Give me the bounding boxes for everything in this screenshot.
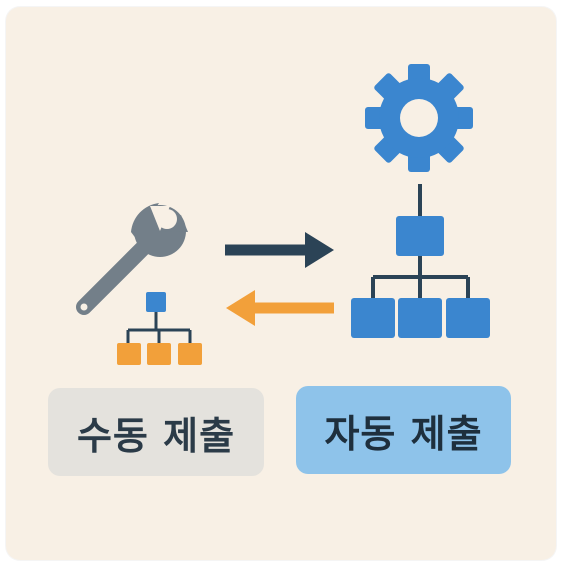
arrow-right-icon bbox=[225, 232, 334, 268]
large-hierarchy-icon bbox=[351, 184, 490, 338]
auto-submission-label: 자동 제출 bbox=[296, 386, 511, 474]
manual-submission-label: 수동 제출 bbox=[48, 388, 264, 476]
arrow-left-icon bbox=[226, 290, 334, 326]
gear-icon bbox=[365, 64, 473, 172]
small-hierarchy-icon bbox=[117, 292, 202, 365]
wrench-icon bbox=[76, 203, 188, 315]
